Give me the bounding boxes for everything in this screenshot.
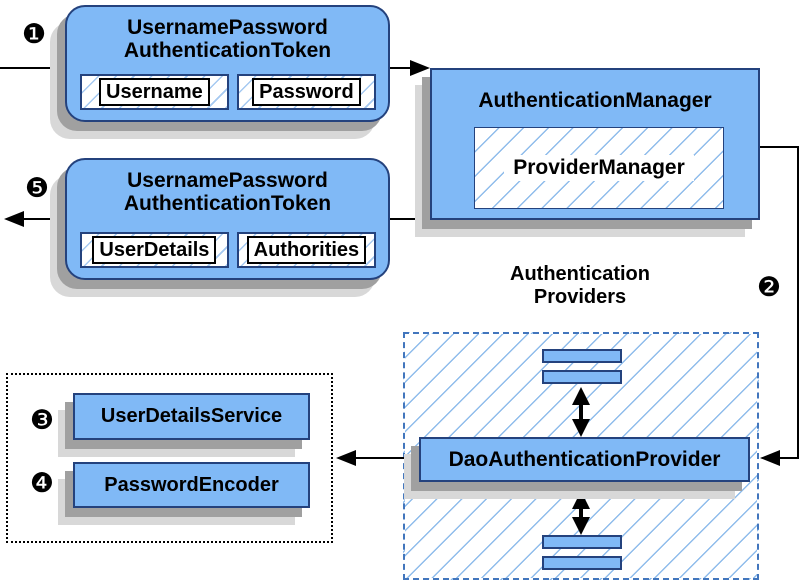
providers-heading-line1: Authentication	[510, 263, 650, 285]
userdetails-field-label: UserDetails	[92, 236, 217, 264]
result-token-fields: UserDetails Authorities	[80, 232, 376, 268]
provider-manager-label: ProviderManager	[504, 155, 694, 181]
request-token-box: UsernamePassword AuthenticationToken Use…	[65, 5, 390, 122]
step-3-badge: ❸	[29, 405, 55, 436]
authorities-field-label: Authorities	[246, 236, 367, 264]
result-token-title-line2: AuthenticationToken	[123, 192, 332, 215]
request-token-fields: Username Password	[80, 74, 376, 110]
password-field: Password	[236, 74, 376, 110]
providers-heading-line2: Providers	[533, 286, 627, 308]
request-token-title-line1: UsernamePassword	[127, 16, 328, 39]
step-4-badge: ❹	[29, 468, 55, 499]
dao-authentication-provider-box: DaoAuthenticationProvider	[419, 437, 750, 482]
step-1-badge: ❶	[21, 19, 47, 50]
step-2-badge: ❷	[756, 272, 782, 303]
authentication-manager-box: AuthenticationManager ProviderManager	[430, 68, 760, 220]
user-details-service-box: UserDetailsService	[73, 393, 310, 440]
step2-manager-to-provider-arrow-icon	[760, 146, 799, 466]
authorities-field: Authorities	[236, 232, 376, 268]
result-token-title: UsernamePassword AuthenticationToken	[67, 160, 388, 215]
provider-manager-box: ProviderManager	[474, 127, 724, 209]
step-5-badge: ❺	[24, 173, 50, 204]
provider-placeholder-bar	[542, 556, 622, 570]
providers-heading: Authentication Providers	[455, 263, 705, 309]
userdetails-field: UserDetails	[80, 232, 229, 268]
request-token-title-line2: AuthenticationToken	[123, 39, 332, 62]
result-token-box: UsernamePassword AuthenticationToken Use…	[65, 158, 390, 280]
username-field-label: Username	[99, 78, 210, 106]
result-token-title-line1: UsernamePassword	[127, 169, 328, 192]
provider-placeholder-bar	[542, 349, 622, 363]
provider-placeholder-bar	[542, 370, 622, 384]
username-field: Username	[80, 74, 229, 110]
password-encoder-box: PasswordEncoder	[73, 462, 310, 508]
request-token-title: UsernamePassword AuthenticationToken	[67, 7, 388, 62]
authentication-manager-title: AuthenticationManager	[478, 89, 712, 112]
provider-placeholder-bar	[542, 535, 622, 549]
password-field-label: Password	[252, 78, 361, 106]
